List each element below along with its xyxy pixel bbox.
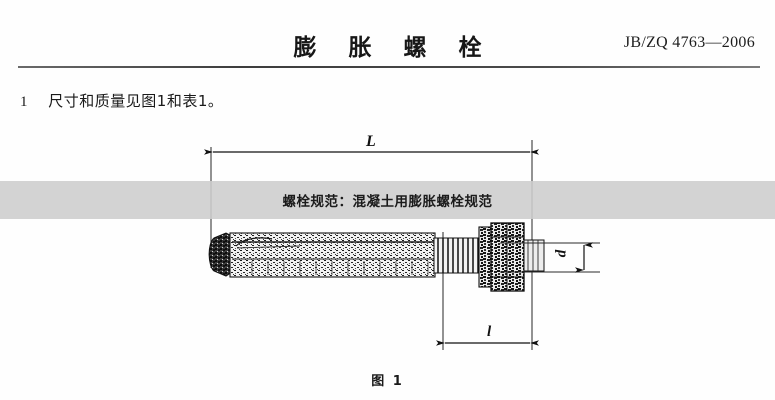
figure-caption: 图 1 [371, 374, 404, 389]
bolt-illustration [208, 222, 545, 292]
figure-1: L l d 图 1 [0, 120, 775, 400]
page-title: 膨 胀 螺 栓 [293, 35, 494, 61]
clause-1: 1 尺寸和质量见图1和表1。 [20, 90, 223, 111]
dimension-label-l: l [487, 324, 492, 340]
thread-hatching [437, 238, 479, 273]
standard-number: JB/ZQ 4763—2006 [623, 34, 755, 51]
dimension-label-d: d [553, 249, 570, 258]
washer-shape [478, 226, 492, 288]
expansion-bolt-drawing [204, 140, 600, 350]
dimension-label-L: L [366, 133, 376, 150]
header-divider [18, 66, 760, 68]
clause-text: 尺寸和质量见图1和表1。 [48, 92, 224, 110]
dimension-d [500, 242, 600, 273]
clause-number: 1 [20, 94, 28, 110]
